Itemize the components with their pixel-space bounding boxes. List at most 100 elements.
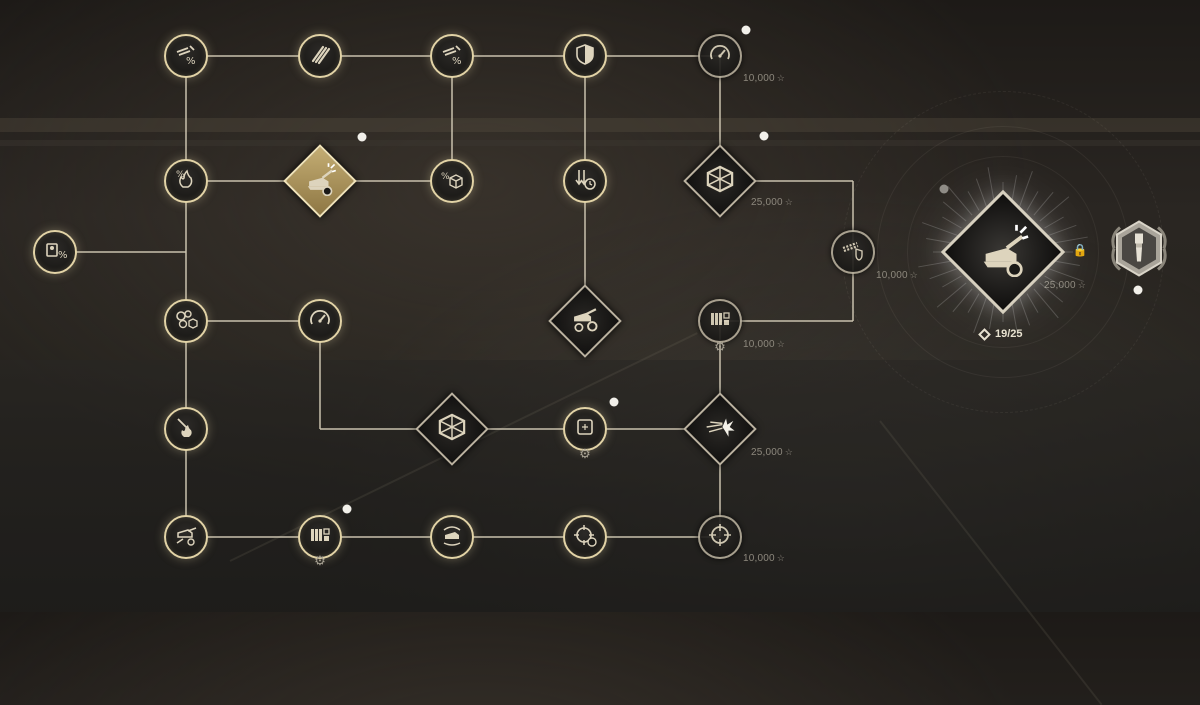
skill-node-n-r5c4[interactable] (563, 515, 607, 559)
skill-node-n-r2c4[interactable] (563, 159, 607, 203)
milestone-node-d-r3c4[interactable] (548, 284, 622, 358)
glow-ray (967, 293, 980, 313)
skill-node-n-r3c1[interactable] (164, 299, 208, 343)
final-reward-diamond[interactable] (940, 189, 1066, 315)
glow-ray (973, 296, 988, 333)
cost-value: 10,000 (743, 553, 775, 564)
glow-ray (967, 191, 980, 211)
gears-crate-icon (172, 305, 200, 338)
ammo-percent-icon: % (438, 40, 466, 73)
upgrade-tree-screen: %%%%%⚙⚙⚙ 10,000☆25,000☆10,000☆10,000☆25,… (0, 25, 1200, 705)
tank-gear-icon (172, 521, 200, 554)
svg-text:%: % (176, 170, 185, 180)
tank-shot-icon (976, 223, 1030, 282)
indicator-dot (759, 131, 769, 141)
glow-ray (1044, 216, 1064, 229)
glow-ray (1018, 171, 1033, 208)
glow-ray (1047, 267, 1084, 282)
glow-ray (1010, 299, 1019, 337)
cost-label: 10,000☆ (743, 339, 785, 350)
glow-ray (1026, 293, 1039, 313)
skill-node-n-r3c6[interactable] (831, 230, 875, 274)
speedometer-icon (306, 305, 334, 338)
svg-text:%: % (452, 56, 462, 67)
milestone-node-d-r4c5[interactable] (683, 392, 757, 466)
gear-icon: ⚙ (314, 553, 326, 568)
skill-node-n-r1c4[interactable] (563, 34, 607, 78)
milestone-node-d-gold[interactable] (283, 144, 357, 218)
cost-value: 25,000 (751, 197, 783, 208)
gear-ring (907, 156, 1099, 348)
tank-shot-icon (303, 162, 337, 201)
gear-icon: ⚙ (579, 446, 591, 461)
milestone-node-d-r4c3[interactable] (415, 392, 489, 466)
milestone-node-d-r2c5[interactable] (683, 144, 757, 218)
skill-node-n-r5c3[interactable] (430, 515, 474, 559)
crosshair-timer-icon (571, 521, 599, 554)
milestone-inner (296, 157, 344, 205)
skill-node-n-r3c2[interactable] (298, 299, 342, 343)
skill-node-n-r2c1[interactable]: % (164, 159, 208, 203)
gear-icon: ⚙ (714, 339, 726, 354)
crate-percent-icon: % (438, 165, 466, 198)
cost-value: 10,000 (876, 270, 908, 281)
final-reward-inner (962, 211, 1044, 293)
milestone-inner (428, 405, 476, 453)
skill-node-n-r1c2[interactable] (298, 34, 342, 78)
skill-node-n-r5c2[interactable] (298, 515, 342, 559)
cube-icon (435, 410, 469, 449)
cost-label: 25,000☆ (751, 197, 793, 208)
hangar-beam-lower (0, 140, 1200, 146)
svg-text:%: % (441, 172, 450, 182)
skill-node-n-r3c5[interactable] (698, 299, 742, 343)
indicator-dot (741, 25, 751, 35)
fire-percent-icon: % (172, 165, 200, 198)
lock-icon: 🔒 (1072, 243, 1088, 257)
blast-icon (703, 410, 737, 449)
milestone-inner (696, 405, 744, 453)
glow-ray (1047, 224, 1077, 237)
glow-ray (1039, 282, 1064, 303)
ammo-rack-icon (306, 521, 334, 554)
skill-node-n-r5c1[interactable] (164, 515, 208, 559)
ammo-rack-icon (706, 305, 734, 338)
star-icon: ☆ (776, 553, 786, 563)
down-timer-icon (571, 165, 599, 198)
glow-ray (942, 275, 962, 288)
indicator-dot (357, 132, 367, 142)
svg-text:%: % (186, 56, 196, 67)
cost-value: 25,000 (751, 447, 783, 458)
indicator-dot (609, 397, 619, 407)
glow-ray (975, 178, 988, 208)
repair-gears-icon (568, 302, 602, 341)
glow-ray (1018, 296, 1031, 326)
glow-ray (922, 222, 959, 237)
skill-node-n-r2c3[interactable]: % (430, 159, 474, 203)
track-shield-icon (839, 236, 867, 269)
glow-ray (1044, 275, 1064, 288)
cost-value: 10,000 (743, 339, 775, 350)
skill-node-n-crit-left[interactable]: % (33, 230, 77, 274)
reward-progress: 19/25 (978, 327, 1023, 341)
glow-ray (942, 201, 967, 222)
star-icon: ☆ (776, 73, 786, 83)
tank-rotate-icon (438, 521, 466, 554)
skill-node-n-r4c1[interactable] (164, 407, 208, 451)
shells-icon (306, 40, 334, 73)
crew-percent-icon: % (41, 236, 69, 269)
skill-node-n-r5c5[interactable] (698, 515, 742, 559)
skill-node-n-r1c1[interactable]: % (164, 34, 208, 78)
glow-ray (947, 185, 973, 216)
skill-node-n-r4c4[interactable] (563, 407, 607, 451)
fire-extinguish-icon (172, 413, 200, 446)
tree-links (55, 55, 854, 538)
cost-label: 10,000☆ (876, 270, 918, 281)
star-icon: ☆ (784, 447, 794, 457)
glow-ray (936, 282, 967, 308)
star-icon: ☆ (784, 197, 794, 207)
paintbrush-icon[interactable] (1106, 216, 1172, 287)
glow-ray (929, 267, 959, 280)
star-icon: ☆ (1077, 280, 1087, 290)
skill-node-n-r1c5[interactable] (698, 34, 742, 78)
skill-node-n-r1c3[interactable]: % (430, 34, 474, 78)
